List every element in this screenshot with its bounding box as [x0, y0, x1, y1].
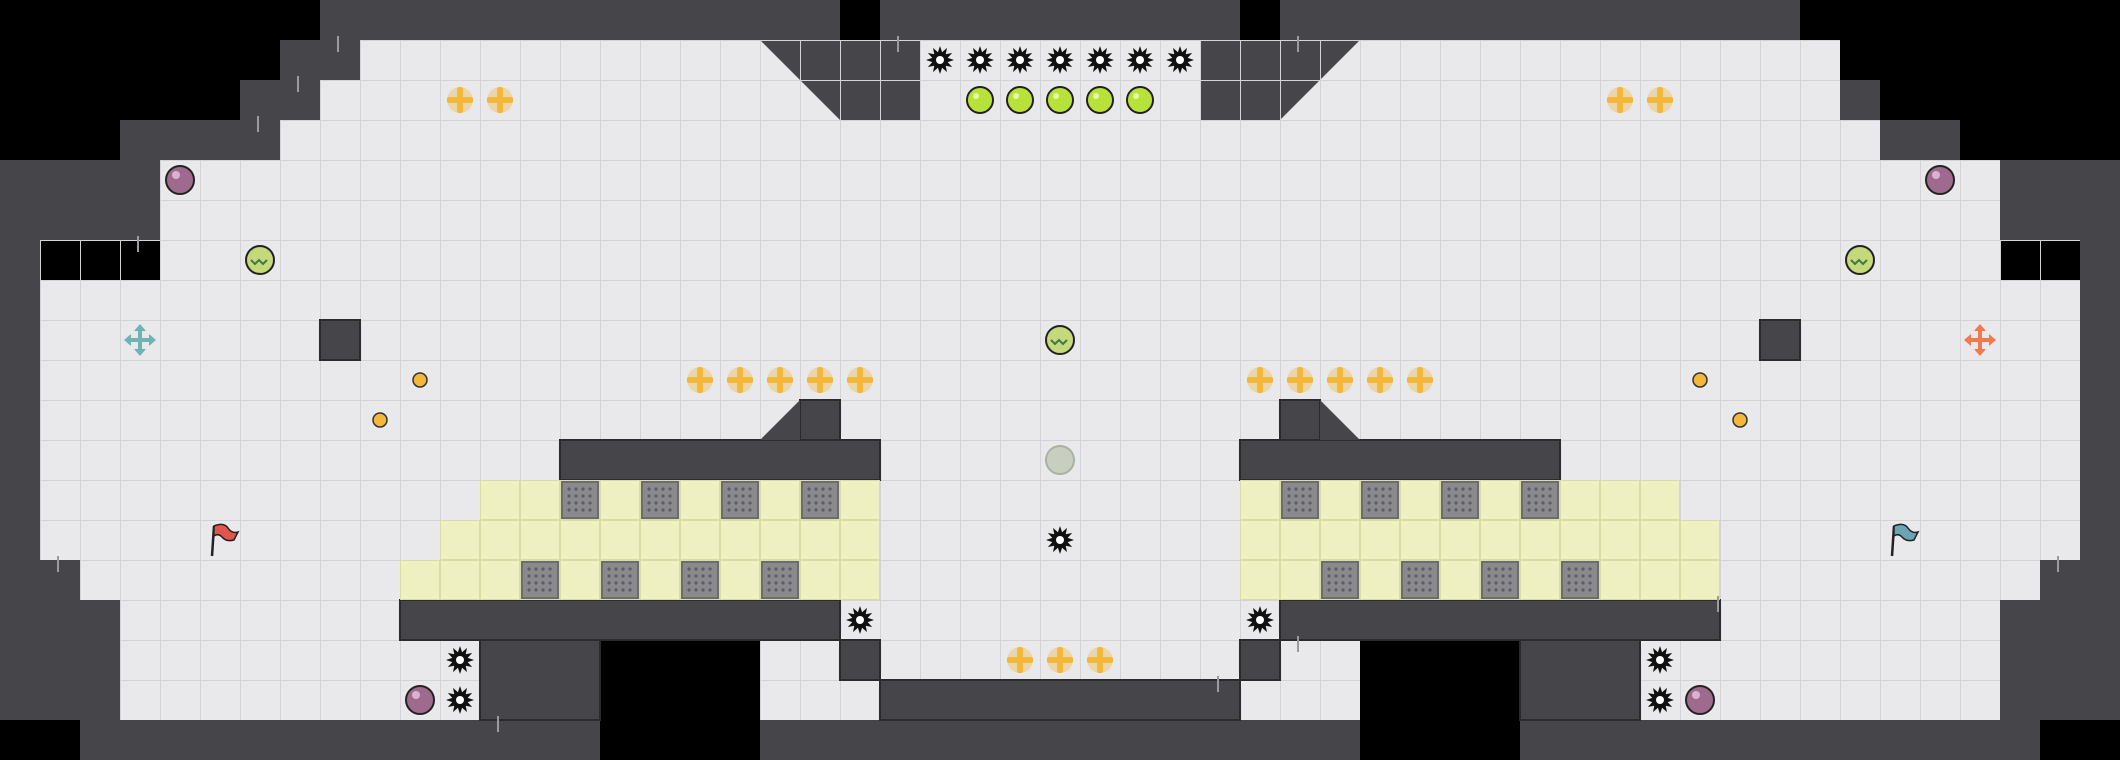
spike-mine-icon [1046, 526, 1074, 554]
metal-grate [641, 481, 679, 519]
spike-mine-icon [1126, 46, 1154, 74]
coin-plus-icon [1607, 87, 1633, 113]
metal-grate [1361, 481, 1399, 519]
coin-plus-icon [727, 367, 753, 393]
coin-plus-icon [1407, 367, 1433, 393]
coin-plus-icon [1247, 367, 1273, 393]
coin-plus-icon [1327, 367, 1353, 393]
spike-mine-icon [966, 46, 994, 74]
lime-orb-icon [1126, 86, 1154, 114]
metal-grate [521, 561, 559, 599]
inner-walls [319, 319, 1801, 721]
coin-plus-icon [447, 87, 473, 113]
spike-mine-icon [446, 646, 474, 674]
blue-flag-icon [1890, 523, 1920, 557]
metal-grate [1281, 481, 1319, 519]
coin-plus-icon [767, 367, 793, 393]
red-flag-icon [210, 523, 240, 557]
purple-bomb-icon [1685, 685, 1715, 715]
coin-plus-icon [807, 367, 833, 393]
spike-mine-icon [926, 46, 954, 74]
teal-arrows-icon [124, 324, 156, 356]
spike-mine-icon [1246, 606, 1274, 634]
orange-arrows-icon [1964, 324, 1996, 356]
metal-grate [1521, 481, 1559, 519]
lime-orb-icon [1006, 86, 1034, 114]
spike-mine-icon [846, 606, 874, 634]
small-gem-icon [1692, 372, 1708, 388]
metal-grate [1481, 561, 1519, 599]
small-gem-icon [1732, 412, 1748, 428]
metal-grate [1441, 481, 1479, 519]
lime-orb-icon [1046, 86, 1074, 114]
lime-orb-icon [966, 86, 994, 114]
metal-grate [601, 561, 639, 599]
metal-grate [721, 481, 759, 519]
coin-plus-icon [1007, 647, 1033, 673]
spike-mine-icon [446, 686, 474, 714]
metal-grate [1561, 561, 1599, 599]
coin-plus-icon [487, 87, 513, 113]
purple-bomb-icon [1925, 165, 1955, 195]
coin-plus-icon [1287, 367, 1313, 393]
spike-mine-icon [1006, 46, 1034, 74]
coin-plus-icon [1047, 647, 1073, 673]
spike-mine-icon [1646, 646, 1674, 674]
lime-orb-icon [1086, 86, 1114, 114]
entities [124, 46, 1996, 715]
purple-bomb-icon [405, 685, 435, 715]
coin-plus-icon [687, 367, 713, 393]
small-gem-icon [372, 412, 388, 428]
spike-mine-icon [1166, 46, 1194, 74]
coin-plus-icon [1367, 367, 1393, 393]
metal-grate [801, 481, 839, 519]
striped-orb-icon [245, 245, 275, 275]
metal-grate [1401, 561, 1439, 599]
spike-mine-icon [1046, 46, 1074, 74]
metal-grate [681, 561, 719, 599]
striped-orb-icon [1045, 325, 1075, 355]
spike-mine-icon [1646, 686, 1674, 714]
wall-notches [57, 36, 2059, 732]
metal-grate [561, 481, 599, 519]
ghost-orb-icon [1045, 445, 1075, 475]
metal-grate [1321, 561, 1359, 599]
metal-grate [761, 561, 799, 599]
spike-mine-icon [1086, 46, 1114, 74]
coin-plus-icon [847, 367, 873, 393]
small-gem-icon [412, 372, 428, 388]
floor-layer [40, 40, 2080, 720]
coin-plus-icon [1087, 647, 1113, 673]
sand-zones [400, 480, 1720, 600]
purple-bomb-icon [165, 165, 195, 195]
striped-orb-icon [1845, 245, 1875, 275]
coin-plus-icon [1647, 87, 1673, 113]
